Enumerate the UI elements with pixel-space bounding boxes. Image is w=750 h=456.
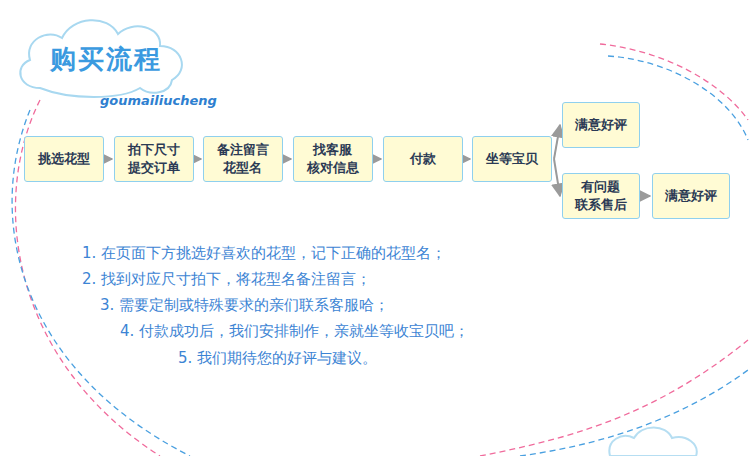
box-text: 满意好评 <box>573 116 629 134</box>
title: 购买流程 <box>50 42 162 77</box>
flow-arrow <box>554 159 560 196</box>
step-note: 4. 付款成功后，我们安排制作，亲就坐等收宝贝吧； <box>120 322 469 341</box>
box-text: 坐等宝贝 <box>484 150 540 168</box>
process-box: 满意好评 <box>652 173 730 219</box>
process-box: 备注留言 花型名 <box>203 136 283 182</box>
step-note: 1. 在页面下方挑选好喜欢的花型，记下正确的花型名； <box>82 244 446 263</box>
flow-arrow <box>465 158 470 160</box>
box-text: 付款 <box>395 150 451 168</box>
box-text: 拍下尺寸 提交订单 <box>126 141 182 176</box>
process-box: 有问题 联系售后 <box>562 173 640 219</box>
corner-cloud <box>609 428 696 456</box>
flow-arrow <box>106 158 112 160</box>
box-text: 满意好评 <box>663 187 719 205</box>
dashed-curve <box>480 340 748 456</box>
box-text: 挑选花型 <box>36 150 92 168</box>
flow-arrow <box>642 195 650 197</box>
flow-arrow <box>375 158 381 160</box>
box-text: 有问题 联系售后 <box>573 178 629 213</box>
box-text: 备注留言 花型名 <box>215 141 271 176</box>
process-box: 坐等宝贝 <box>472 136 552 182</box>
step-note: 2. 找到对应尺寸拍下，将花型名备注留言； <box>82 270 371 289</box>
process-box: 拍下尺寸 提交订单 <box>114 136 194 182</box>
title-cloud <box>20 20 182 97</box>
subtitle: goumailiucheng <box>100 93 217 108</box>
process-box: 满意好评 <box>562 102 640 148</box>
dashed-curve <box>520 370 748 456</box>
flow-arrow <box>196 158 201 160</box>
process-box: 找客服 核对信息 <box>293 136 373 182</box>
step-note: 3. 需要定制或特殊要求的亲们联系客服哈； <box>100 296 389 315</box>
process-box: 挑选花型 <box>24 136 104 182</box>
step-note: 5. 我们期待您的好评与建议。 <box>178 349 377 368</box>
process-box: 付款 <box>383 136 463 182</box>
flow-arrow <box>285 158 291 160</box>
box-text: 找客服 核对信息 <box>305 141 361 176</box>
flow-arrow <box>554 125 560 159</box>
